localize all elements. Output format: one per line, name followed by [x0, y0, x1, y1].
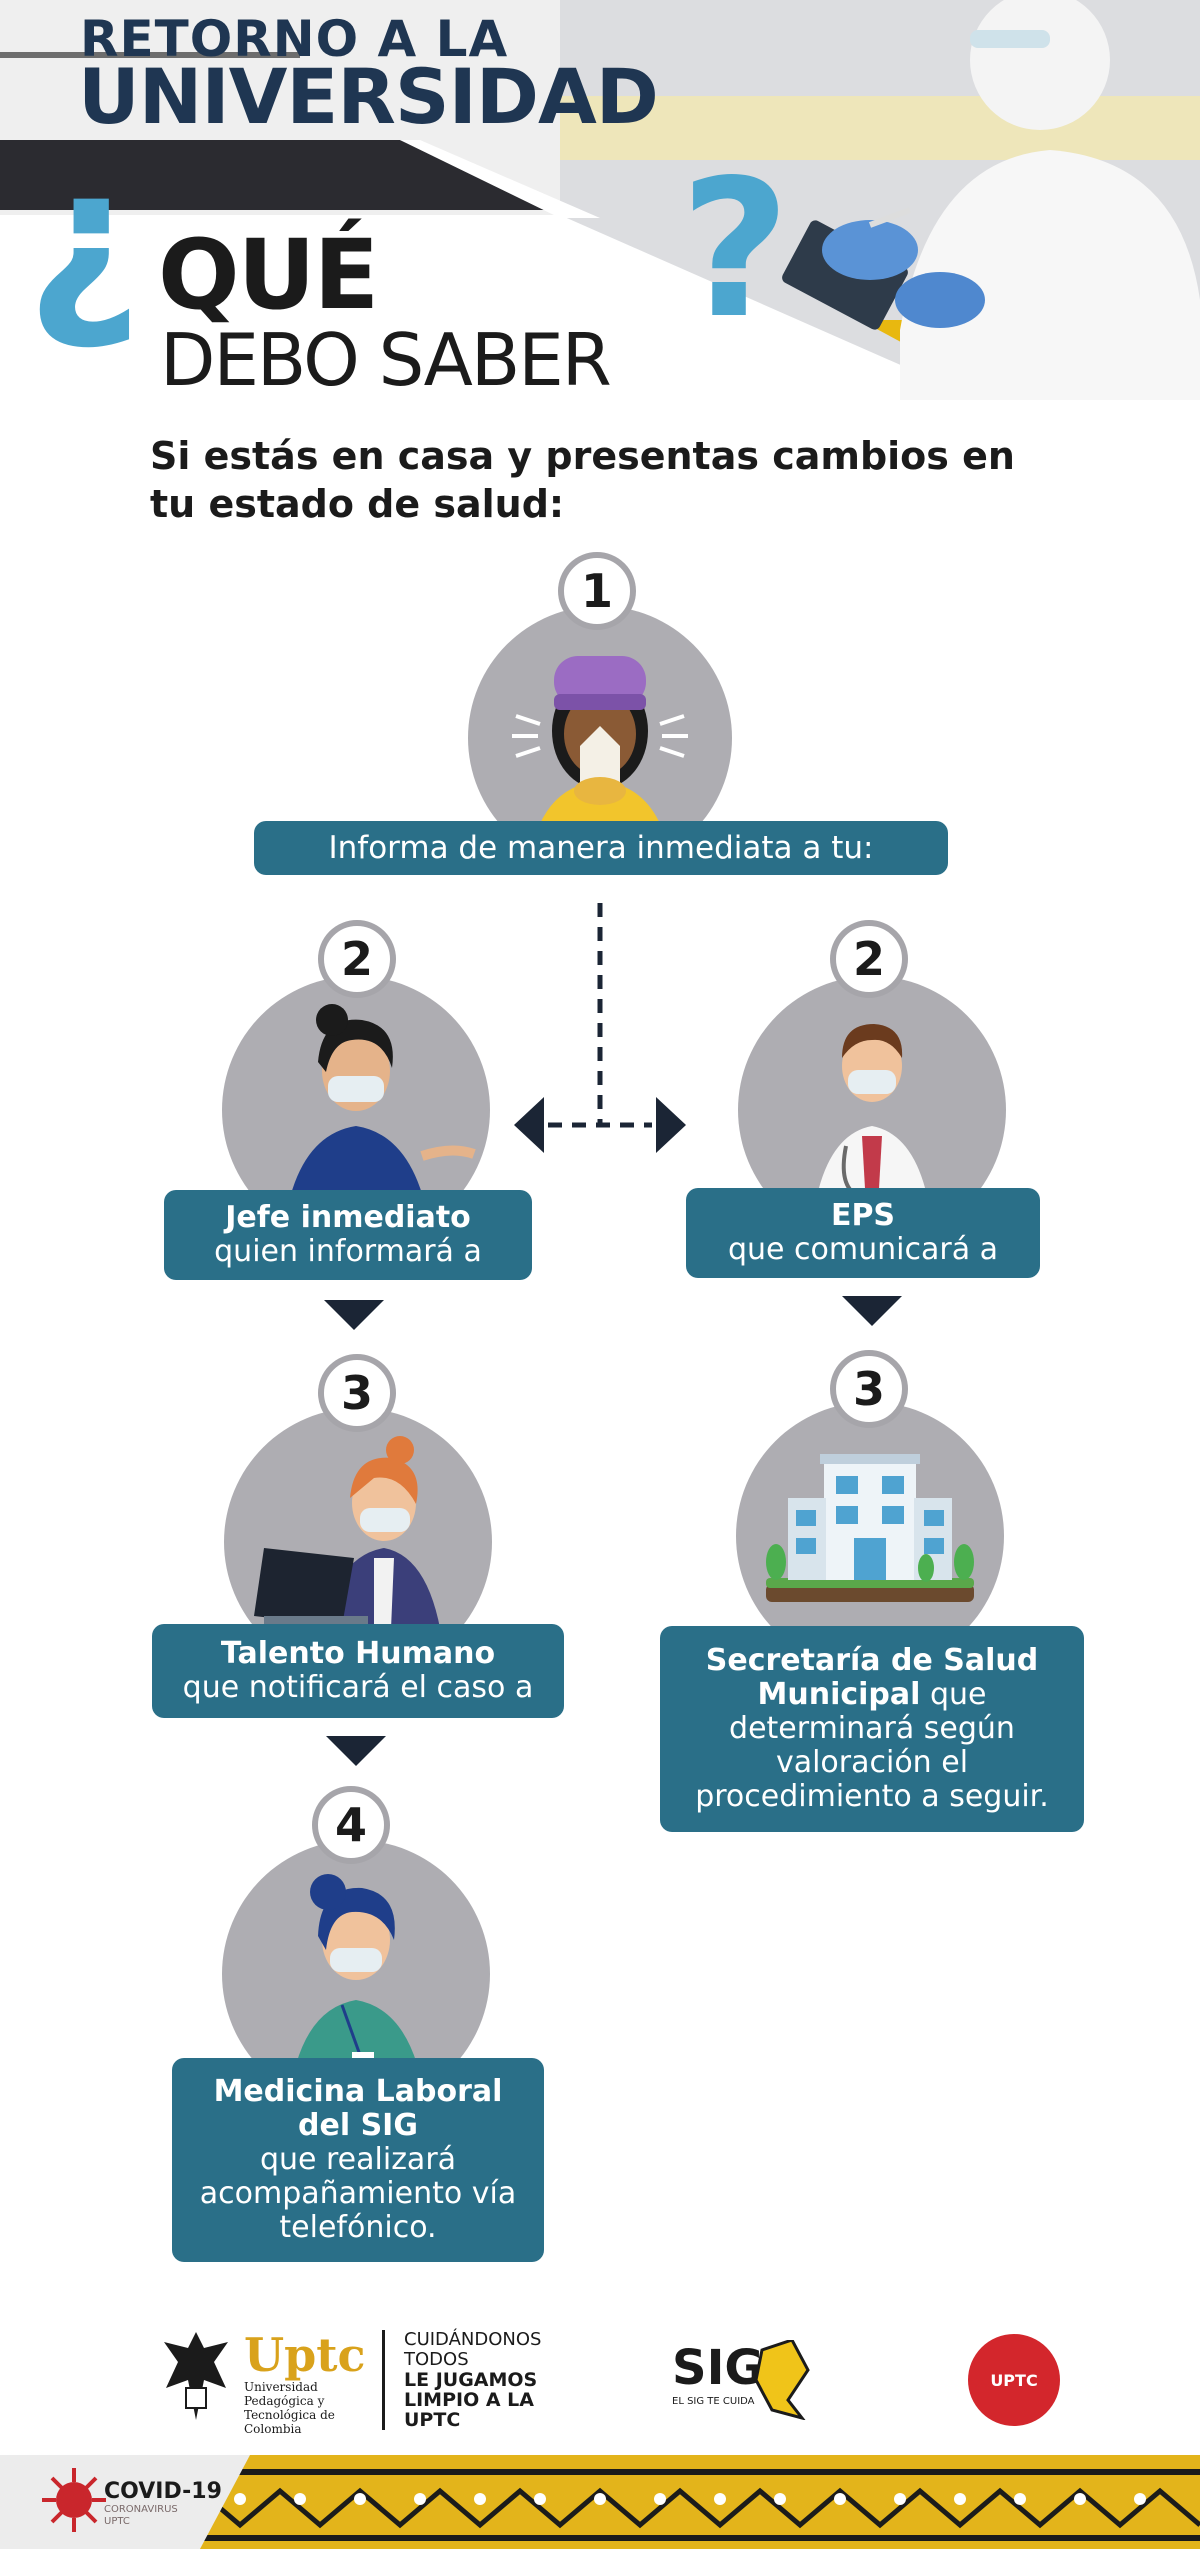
header-title-line2: UNIVERSIDAD — [78, 52, 659, 141]
header-banner: RETORNO A LA UNIVERSIDAD — [0, 0, 1200, 400]
header-background — [0, 0, 1200, 400]
right-step3-title-1: Secretaría de Salud — [705, 1643, 1039, 1678]
left-step3-label-box: Talento Humano que notificará el caso a — [152, 1624, 564, 1718]
right-step2-label-box: EPS que comunicará a — [686, 1188, 1040, 1278]
left-step2-title: Jefe inmediato — [225, 1200, 471, 1235]
left-step2-text: quien informará a — [214, 1234, 482, 1269]
uptc-logo-sub1: Universidad Pedagógica y — [244, 2380, 325, 2408]
right-step3-title-2: Municipal — [757, 1677, 921, 1712]
branch-connector — [514, 903, 686, 1153]
uptc-logo: Uptc Universidad Pedagógica y Tecnológic… — [244, 2330, 374, 2436]
colombia-coat-of-arms-icon — [164, 2332, 228, 2420]
right-step3-text-1: determinará según — [729, 1711, 1015, 1746]
right-step3-circle — [736, 1402, 1004, 1670]
covid-sub2: UPTC — [104, 2516, 130, 2527]
right-step3-text-2: valoración el — [775, 1745, 969, 1780]
arrow-right-icon — [656, 1097, 686, 1153]
bottom-band — [0, 2455, 1200, 2549]
step1-label-box: Informa de manera inmediata a tu: — [254, 821, 948, 875]
glove-right — [895, 272, 985, 328]
right-step2-number-badge: 2 — [830, 920, 908, 998]
left-step4-text-1: que realizará — [259, 2142, 457, 2177]
uptc-logo-text: Uptc — [244, 2328, 366, 2382]
step1-text: Informa de manera inmediata a tu: — [328, 830, 874, 866]
sig-logo-text: SIG — [672, 2340, 764, 2396]
hospital-building-icon — [766, 1454, 974, 1602]
left-step4-number-badge: 4 — [312, 1786, 390, 1864]
covid-sub1: CORONAVIRUS — [104, 2504, 178, 2515]
uptc-badge-logo: UPTC — [968, 2334, 1060, 2426]
left-step4-text-3: telefónico. — [279, 2210, 437, 2245]
sig-logo-sub: EL SIG TE CUIDA — [672, 2396, 755, 2407]
right-step3-number-badge: 3 — [830, 1350, 908, 1428]
covid-label: COVID-19 CORONAVIRUS UPTC — [104, 2480, 222, 2528]
right-step3-label-box: Secretaría de Salud Municipal que determ… — [660, 1626, 1084, 1832]
right-step3-line2: Municipal que — [660, 1678, 1084, 1712]
slogan-line4: LIMPIO A LA — [404, 2389, 534, 2411]
left-step2-label-box: Jefe inmediato quien informará a — [164, 1190, 532, 1280]
left-step4-text-2: acompañamiento vía — [199, 2176, 517, 2211]
glove-left — [822, 220, 918, 280]
slogan-line5: UPTC — [404, 2409, 461, 2431]
left-step3-title: Talento Humano — [220, 1636, 496, 1671]
step1-number-badge: 1 — [558, 552, 636, 630]
uptc-badge-text: UPTC — [990, 2370, 1038, 2390]
slogan-line3: LE JUGAMOS — [404, 2369, 538, 2391]
header-title-line1: RETORNO A LA — [80, 10, 509, 68]
covid-title: COVID-19 — [104, 2479, 222, 2504]
ppe-person-body — [900, 150, 1200, 400]
right-arrow-down-icon — [842, 1296, 902, 1326]
slogan-line1: CUIDÁNDONOS — [404, 2329, 542, 2350]
right-step2-title: EPS — [830, 1198, 896, 1233]
slogan-block: CUIDÁNDONOS TODOS LE JUGAMOS LIMPIO A LA… — [404, 2329, 574, 2431]
bottom-pattern — [0, 2455, 1200, 2549]
right-step2-text: que comunicará a — [728, 1232, 998, 1267]
right-step3-text-3: procedimiento a seguir. — [695, 1779, 1049, 1814]
left-step4-title-2: del SIG — [298, 2108, 418, 2143]
uptc-logo-sub2: Tecnológica de Colombia — [244, 2408, 335, 2436]
virus-icon — [42, 2468, 106, 2532]
left-step3-text: que notificará el caso a — [182, 1670, 534, 1705]
left-step2-number-badge: 2 — [318, 920, 396, 998]
heading-que: QUÉ — [158, 219, 379, 331]
footer-divider — [382, 2330, 385, 2430]
left-arrow-down-1-icon — [324, 1300, 384, 1330]
left-arrow-down-2-icon — [326, 1736, 386, 1766]
question-mark-open-icon: ¿ — [26, 123, 143, 356]
question-mark-close-icon: ? — [680, 139, 791, 360]
left-step3-number-badge: 3 — [318, 1354, 396, 1432]
left-step4-label-box: Medicina Laboral del SIG que realizará a… — [172, 2058, 544, 2262]
puzzle-piece-icon — [754, 2340, 810, 2420]
slogan-line2: TODOS — [404, 2349, 469, 2370]
subtitle: Si estás en casa y presentas cambios en … — [150, 434, 1015, 526]
sig-logo: SIG EL SIG TE CUIDA — [672, 2340, 822, 2430]
arrow-left-icon — [514, 1097, 544, 1153]
right-step3-text-0: que — [920, 1677, 987, 1712]
header-rule — [0, 52, 300, 58]
heading-debo-saber: DEBO SABER — [160, 318, 612, 402]
left-step4-title-1: Medicina Laboral — [213, 2074, 503, 2109]
